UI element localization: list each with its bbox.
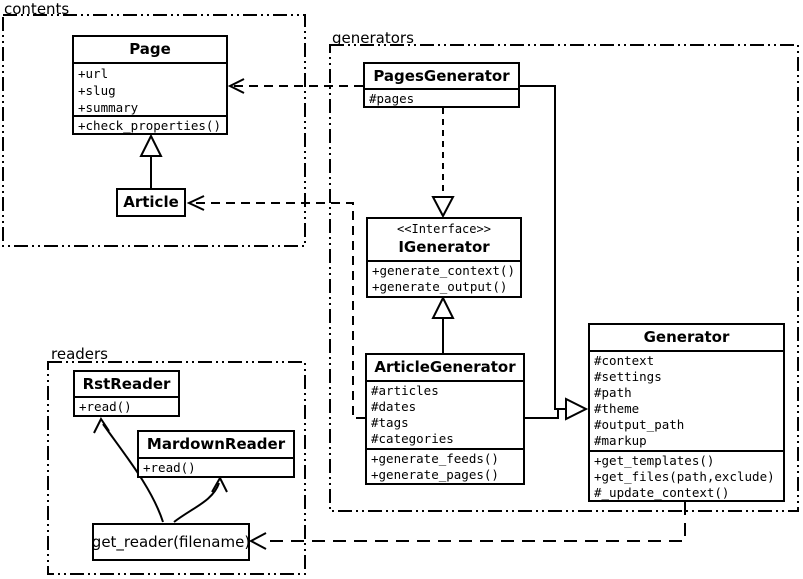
package-border-generators [329,44,799,512]
attribute: #articles [371,383,439,398]
class-page: Page +url +slug +summary +check_properti… [72,35,228,135]
class-generator-methods: +get_templates() +get_files(path,exclude… [590,450,783,502]
inheritance-arrow-articlegenerator-to-generator [525,397,589,421]
method: +generate_context() [372,263,515,278]
class-articlegenerator-title: ArticleGenerator [367,355,523,382]
realization-arrow-pagesgenerator-to-igenerator [431,108,455,219]
class-igenerator-title: <<Interface>> IGenerator [368,219,520,262]
package-label-contents: contents [4,0,70,18]
attribute: +summary [78,100,139,115]
function-box-get-reader: get_reader(filename) [92,523,250,561]
class-igenerator-methods: +generate_context() +generate_output() [368,262,520,296]
attribute: #tags [371,415,409,430]
inheritance-arrow-articlegenerator-to-igenerator [431,295,455,353]
attribute: +url [78,66,109,81]
attribute: #categories [371,431,454,446]
class-rstreader-title: RstReader [75,372,178,398]
attribute: #path [594,385,632,400]
arrow-getreader-to-mardownreader [173,475,228,523]
attribute: #output_path [594,417,685,432]
class-pagesgenerator-title: PagesGenerator [365,64,518,90]
attribute: +slug [78,83,116,98]
method: +read() [143,460,196,475]
method: +check_properties() [78,118,221,133]
attribute: #dates [371,399,417,414]
package-label-readers: readers [51,345,108,363]
class-rstreader: RstReader +read() [73,370,180,417]
package-label-generators: generators [332,29,414,47]
class-mardownreader-methods: +read() [139,459,293,477]
attribute: #context [594,353,655,368]
method: +get_templates() [594,453,715,468]
class-articlegenerator-attributes: #articles #dates #tags #categories [367,382,523,448]
attribute: #theme [594,401,640,416]
attribute: #settings [594,369,662,384]
dependency-arrow-generator-to-getreader [248,502,686,550]
class-page-attributes: +url +slug +summary [74,64,226,115]
class-mardownreader-title: MardownReader [139,432,293,459]
method: +generate_pages() [371,467,499,482]
class-page-methods: +check_properties() [74,115,226,135]
class-igenerator-stereotype: <<Interface>> [397,222,491,236]
attribute: #markup [594,433,647,448]
class-rstreader-methods: +read() [75,398,178,416]
class-pagesgenerator-attributes: #pages [365,90,518,108]
method: +get_files(path,exclude) [594,469,775,484]
method: +read() [79,399,132,414]
class-articlegenerator: ArticleGenerator #articles #dates #tags … [365,353,525,485]
dependency-arrow-pagesgenerator-to-page [227,78,363,94]
class-generator-attributes: #context #settings #path #theme #output_… [590,352,783,450]
package-border-readers [47,361,306,575]
class-article: Article [116,188,186,217]
attribute: #pages [369,91,415,106]
package-border-contents [2,14,306,247]
class-articlegenerator-methods: +generate_feeds() +generate_pages() [367,448,523,484]
inheritance-arrow-pagesgenerator-to-generator [520,85,566,410]
class-mardownreader: MardownReader +read() [137,430,295,478]
method: #_update_context() [594,485,730,500]
inheritance-arrow-article-to-page [139,133,163,188]
class-generator-title: Generator [590,325,783,352]
method: +generate_feeds() [371,451,499,466]
class-page-title: Page [74,37,226,64]
method: +generate_output() [372,279,508,294]
class-pagesgenerator: PagesGenerator #pages [363,62,520,108]
class-igenerator-name: IGenerator [398,238,490,256]
dependency-arrow-articlegenerator-to-article [186,195,365,419]
class-generator: Generator #context #settings #path #them… [588,323,785,502]
class-article-title: Article [123,193,179,211]
class-igenerator: <<Interface>> IGenerator +generate_conte… [366,217,522,298]
